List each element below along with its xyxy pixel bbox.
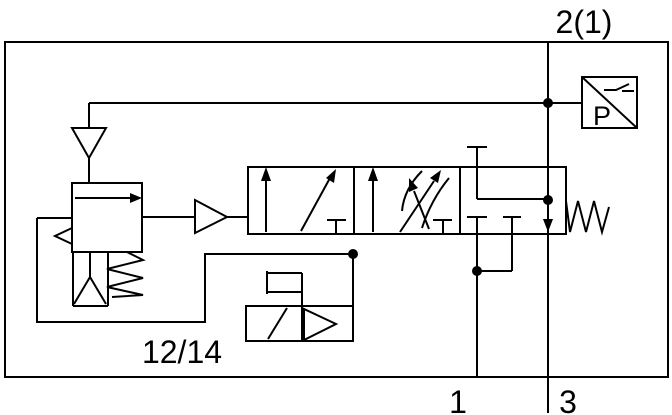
pilot-silencer-symbol: [70, 103, 108, 183]
valve-position-1: [261, 167, 346, 234]
pilot-exhaust-triangle-icon: [303, 307, 339, 342]
port-2-label: 2(1): [556, 4, 613, 40]
port-3-label: 3: [559, 384, 577, 415]
pressure-switch-symbol: P: [581, 76, 638, 131]
booster-amplifier-symbol: [142, 198, 248, 235]
regulator-spring-icon: [106, 251, 146, 298]
flow-arrowhead: [130, 193, 142, 203]
port-1-label: 1: [449, 384, 467, 415]
return-spring-icon: [565, 200, 610, 236]
exhaust-arrowhead: [543, 219, 553, 232]
silencer-triangle-icon: [70, 127, 108, 161]
manual-override-icon: [266, 271, 303, 306]
relief-arrowhead: [52, 227, 73, 245]
solenoid-coil-icon: [267, 307, 288, 340]
switch-contact-icon: [604, 83, 630, 91]
pressure-regulator-symbol: [52, 182, 146, 307]
pilot-ports-label: 12/14: [142, 334, 222, 370]
amplifier-triangle-icon: [194, 198, 230, 235]
pilot-feedback-line: [36, 217, 353, 323]
enclosure-border: [4, 41, 669, 378]
pressure-sensor-letter: P: [593, 101, 611, 131]
throttle-arc: [421, 177, 450, 229]
solenoid-pilot-valve-symbol: [245, 254, 354, 342]
main-valve-symbol: [247, 146, 610, 272]
valve-position-2: [368, 167, 452, 234]
valve-position-3: [467, 146, 553, 272]
throttle-arc: [401, 170, 423, 212]
junction-dot: [543, 98, 553, 108]
